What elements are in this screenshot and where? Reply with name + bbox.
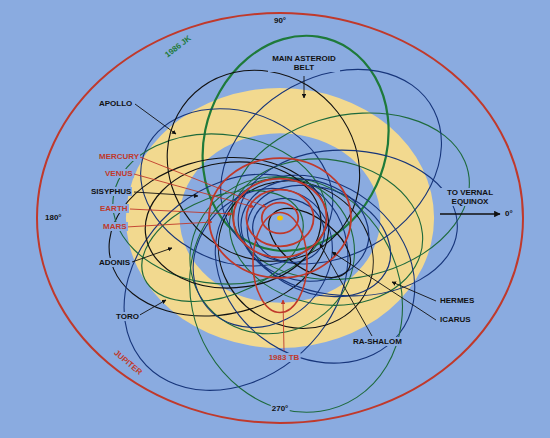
angle-label: 0° (504, 209, 514, 218)
asteroid-name: 1983 TB (268, 353, 301, 362)
asteroid-name: TORO (115, 312, 140, 321)
asteroid-orbit (183, 23, 408, 263)
asteroid-orbit (168, 163, 424, 427)
planet-name: VENUS (104, 169, 134, 178)
planet-orbit (246, 190, 313, 247)
leader-lines (126, 76, 500, 351)
asteroid-orbit (119, 168, 327, 325)
planet-name: MERCURY (98, 152, 140, 161)
asteroid-orbit (99, 120, 341, 298)
planet-orbit (262, 203, 298, 234)
planet-orbit (209, 158, 351, 278)
asteroid-name: 1986 JK (163, 33, 194, 60)
asteroid-name: HERMES (439, 296, 475, 305)
asteroid-name: ICARUS (439, 315, 472, 324)
angle-label: 180° (44, 213, 63, 222)
asteroid-name: ADONIS (98, 258, 131, 267)
asteroid-name: SISYPHUS (90, 187, 132, 196)
asteroid-orbit (222, 162, 416, 319)
planet-name: EARTH (99, 204, 129, 213)
angle-label: 270° (271, 404, 290, 413)
asteroid-name: APOLLO (98, 99, 133, 108)
direction-label: TO VERNAL EQUINOX (438, 188, 502, 206)
asteroid-name: RA-SHALOM (352, 337, 403, 346)
asteroid-orbit (253, 212, 307, 312)
jupiter-orbit (37, 13, 523, 423)
planet-orbit (233, 179, 326, 258)
asteroid-orbit (142, 52, 384, 280)
angle-label: 90° (273, 16, 287, 25)
orbit-group (79, 23, 497, 426)
asteroid-orbit (79, 140, 393, 425)
planet-name: MARS (102, 222, 128, 231)
sun (277, 216, 283, 221)
planet-name: JUPITER (111, 348, 144, 378)
region-name: MAIN ASTEROID BELT (268, 54, 340, 72)
